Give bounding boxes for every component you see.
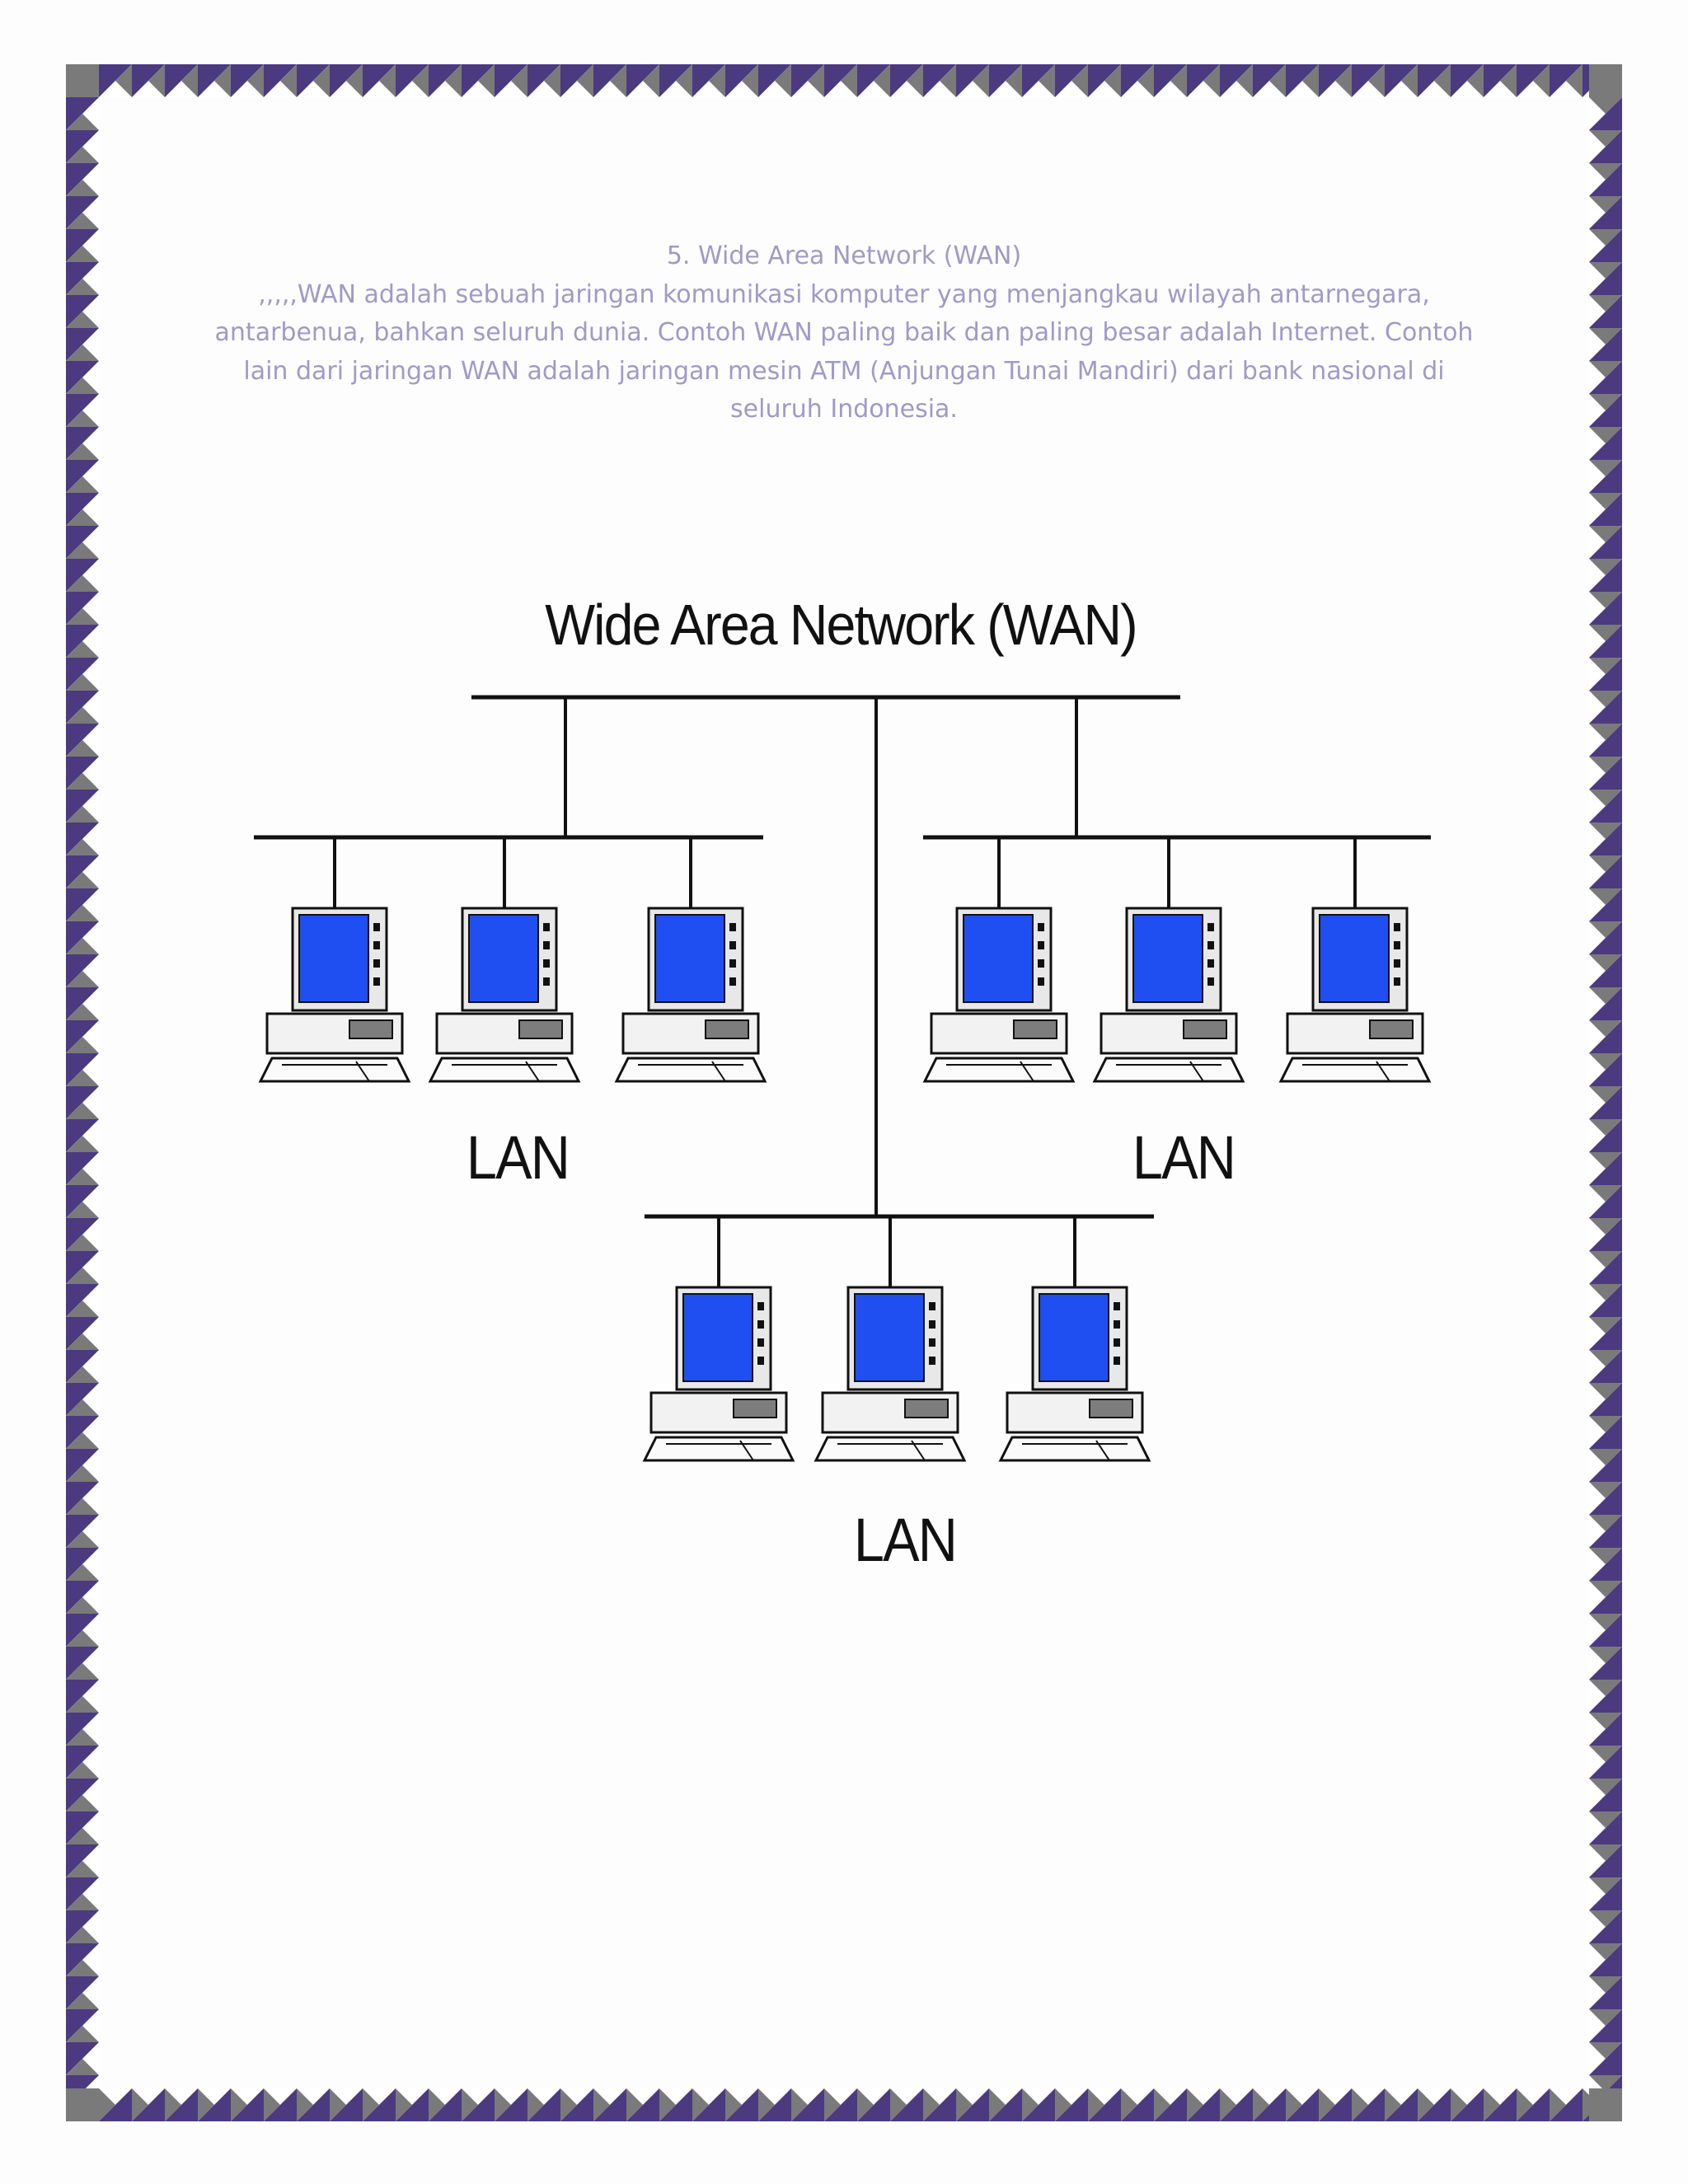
monitor-button	[929, 1357, 935, 1365]
drive-slot	[733, 1399, 777, 1418]
monitor-button	[543, 977, 550, 986]
paragraph-line: antarbenua, bahkan seluruh dunia. Contoh…	[214, 318, 1474, 347]
keyboard-detail	[525, 1061, 540, 1082]
paragraph-line: lain dari jaringan WAN adalah jaringan m…	[243, 356, 1445, 386]
monitor-button	[543, 941, 550, 949]
computer-screen	[468, 914, 539, 1003]
drive-slot	[1089, 1399, 1133, 1418]
keyboard-detail	[911, 1440, 926, 1461]
paragraph-line: ,,,,,WAN adalah sebuah jaringan komunika…	[258, 279, 1430, 309]
monitor-button	[757, 1338, 764, 1347]
monitor-button	[729, 941, 736, 949]
section-heading: 5. Wide Area Network (WAN)	[666, 241, 1022, 270]
monitor-button	[1394, 923, 1400, 931]
monitor-button	[1038, 923, 1044, 931]
monitor-button	[1114, 1320, 1120, 1329]
computer-keyboard	[1092, 1057, 1245, 1083]
computer-screen	[854, 1293, 925, 1382]
monitor-button	[373, 977, 380, 986]
monitor-button	[373, 923, 380, 931]
drive-slot	[349, 1019, 393, 1039]
drive-slot	[705, 1019, 749, 1039]
keyboard-detail	[711, 1061, 726, 1082]
computer-keyboard	[814, 1436, 967, 1462]
lan-label-bottom: LAN	[853, 1506, 958, 1574]
monitor-button	[373, 941, 380, 949]
monitor-button	[729, 959, 736, 968]
monitor-button	[1114, 1357, 1120, 1365]
computer-keyboard	[428, 1057, 581, 1083]
monitor-button	[757, 1302, 764, 1310]
monitor-button	[543, 959, 550, 968]
computer-keyboard	[258, 1057, 411, 1083]
intro-text: 5. Wide Area Network (WAN) ,,,,,WAN adal…	[181, 237, 1507, 429]
computer-screen	[1319, 914, 1390, 1003]
monitor-button	[929, 1302, 935, 1310]
monitor-button	[929, 1320, 935, 1329]
monitor-button	[1114, 1338, 1120, 1347]
lan-label-right: LAN	[1132, 1123, 1236, 1192]
computer-screen	[963, 914, 1034, 1003]
computer-keyboard	[642, 1436, 795, 1462]
computer-screen	[1132, 914, 1203, 1003]
monitor-button	[1207, 977, 1214, 986]
diagram-title: Wide Area Network (WAN)	[545, 593, 1137, 657]
monitor-button	[757, 1357, 764, 1365]
computer-keyboard	[614, 1057, 767, 1083]
paragraph-line: seluruh Indonesia.	[730, 395, 958, 424]
monitor-button	[1394, 959, 1400, 968]
monitor-button	[543, 923, 550, 931]
drive-slot	[904, 1399, 949, 1418]
monitor-button	[1038, 941, 1044, 949]
keyboard-detail	[1020, 1061, 1034, 1082]
monitor-button	[1038, 959, 1044, 968]
computer-screen	[654, 914, 725, 1003]
monitor-button	[1207, 923, 1214, 931]
monitor-button	[729, 977, 736, 986]
computer-screen	[1039, 1293, 1109, 1382]
monitor-button	[1394, 941, 1400, 949]
keyboard-detail	[1376, 1061, 1390, 1082]
computer-keyboard	[922, 1057, 1076, 1083]
monitor-button	[757, 1320, 764, 1329]
computer-case	[821, 1391, 959, 1434]
monitor-button	[1207, 941, 1214, 949]
computer-keyboard	[998, 1436, 1151, 1462]
monitor-button	[929, 1338, 935, 1347]
monitor-button	[729, 923, 736, 931]
keyboard-detail	[1095, 1440, 1110, 1461]
monitor-button	[1207, 959, 1214, 968]
monitor-button	[1114, 1302, 1120, 1310]
drive-slot	[1369, 1019, 1414, 1039]
keyboard-detail	[739, 1440, 754, 1461]
monitor-button	[373, 959, 380, 968]
drive-slot	[518, 1019, 563, 1039]
keyboard-detail	[1189, 1061, 1204, 1082]
keyboard-detail	[355, 1061, 370, 1082]
monitor-button	[1394, 977, 1400, 986]
drive-slot	[1183, 1019, 1227, 1039]
lan-label-left: LAN	[466, 1123, 570, 1192]
computer-keyboard	[1278, 1057, 1432, 1083]
computer-screen	[298, 914, 369, 1003]
monitor-button	[1038, 977, 1044, 986]
computer-screen	[682, 1293, 753, 1382]
drive-slot	[1013, 1019, 1057, 1039]
